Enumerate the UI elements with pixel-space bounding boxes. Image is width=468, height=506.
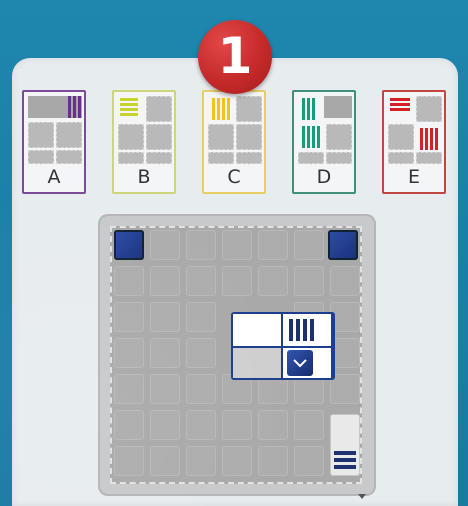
board-cell[interactable] (114, 374, 144, 404)
board-cell[interactable] (150, 446, 180, 476)
tile-card-a[interactable]: A (22, 90, 86, 194)
placed-tile-piece[interactable] (231, 312, 335, 380)
board-cell[interactable] (114, 410, 144, 440)
board-cell[interactable] (150, 338, 180, 368)
board-cell[interactable] (258, 446, 288, 476)
tile-c-bars (212, 98, 230, 120)
board-cell[interactable] (186, 446, 216, 476)
board-cell[interactable] (330, 266, 360, 296)
board-cell[interactable] (114, 446, 144, 476)
tile-b-cell (146, 124, 172, 150)
board-cell[interactable] (150, 302, 180, 332)
piece-cell (233, 348, 281, 378)
tile-b-bars (120, 98, 138, 116)
tile-e-bars-top (390, 98, 410, 111)
board-cell[interactable] (222, 266, 252, 296)
board-cell[interactable] (150, 230, 180, 260)
piece-cell (233, 314, 281, 346)
tile-d-cell (326, 152, 352, 164)
tile-a-cell (28, 150, 54, 164)
piece-cell (283, 314, 331, 346)
corner-block-top-right (328, 230, 358, 260)
tile-b-cell (146, 96, 172, 122)
tile-b-cell (118, 124, 144, 150)
game-board[interactable] (98, 214, 376, 496)
board-cell[interactable] (258, 266, 288, 296)
tile-e-bars-bottom (420, 128, 438, 150)
tile-card-d[interactable]: D (292, 90, 356, 194)
board-cell[interactable] (114, 338, 144, 368)
tile-c-cell (208, 124, 234, 150)
tile-c-cell (236, 96, 262, 122)
tile-card-e[interactable]: E (382, 90, 446, 194)
tile-label-d: D (294, 166, 354, 188)
board-cell[interactable] (294, 446, 324, 476)
blue-gem-chevron-icon (287, 350, 313, 376)
board-cell[interactable] (150, 266, 180, 296)
tile-b-cell (118, 152, 144, 164)
tile-e-cell (388, 152, 414, 164)
board-cell[interactable] (258, 230, 288, 260)
tile-a-cell (56, 122, 82, 148)
tile-c-cell (236, 124, 262, 150)
board-cell[interactable] (186, 338, 216, 368)
piece-bars (289, 319, 314, 341)
tile-c-cell (236, 152, 262, 164)
tile-a-cell (56, 150, 82, 164)
board-cell[interactable] (222, 410, 252, 440)
board-cell[interactable] (186, 374, 216, 404)
corner-block-top-left (114, 230, 144, 260)
board-cell[interactable] (186, 302, 216, 332)
board-cell[interactable] (294, 230, 324, 260)
tile-d-bars-top (302, 98, 315, 120)
puzzle-number-badge: 1 (198, 20, 272, 94)
tile-d-grey-strip (324, 96, 352, 118)
tile-a-bars (68, 96, 81, 118)
board-cell[interactable] (294, 266, 324, 296)
tile-e-cell (416, 152, 442, 164)
tile-e-cell (416, 96, 442, 122)
board-cell[interactable] (186, 266, 216, 296)
exit-bars (334, 451, 356, 469)
tile-card-b[interactable]: B (112, 90, 176, 194)
board-cell[interactable] (150, 374, 180, 404)
board-grid (110, 226, 362, 484)
tile-a-cell (28, 122, 54, 148)
puzzle-number: 1 (218, 31, 253, 81)
tile-label-c: C (204, 166, 264, 188)
tile-b-cell (146, 152, 172, 164)
board-cell[interactable] (186, 410, 216, 440)
tile-card-c[interactable]: C (202, 90, 266, 194)
board-cell[interactable] (222, 230, 252, 260)
exit-tile (330, 414, 360, 476)
tile-c-cell (208, 152, 234, 164)
board-cell[interactable] (294, 410, 324, 440)
board-cell[interactable] (258, 410, 288, 440)
exit-arrow-icon (358, 494, 366, 499)
tile-d-bars-bottom (302, 126, 320, 148)
tile-label-e: E (384, 166, 444, 188)
tile-d-cell (326, 124, 352, 150)
tile-d-cell (298, 152, 324, 164)
board-cell[interactable] (114, 302, 144, 332)
tile-label-b: B (114, 166, 174, 188)
tile-e-cell (388, 124, 414, 150)
board-cell[interactable] (114, 266, 144, 296)
board-cell[interactable] (222, 446, 252, 476)
piece-cell (283, 348, 331, 378)
board-cell[interactable] (186, 230, 216, 260)
tile-label-a: A (24, 166, 84, 188)
board-cell[interactable] (150, 410, 180, 440)
